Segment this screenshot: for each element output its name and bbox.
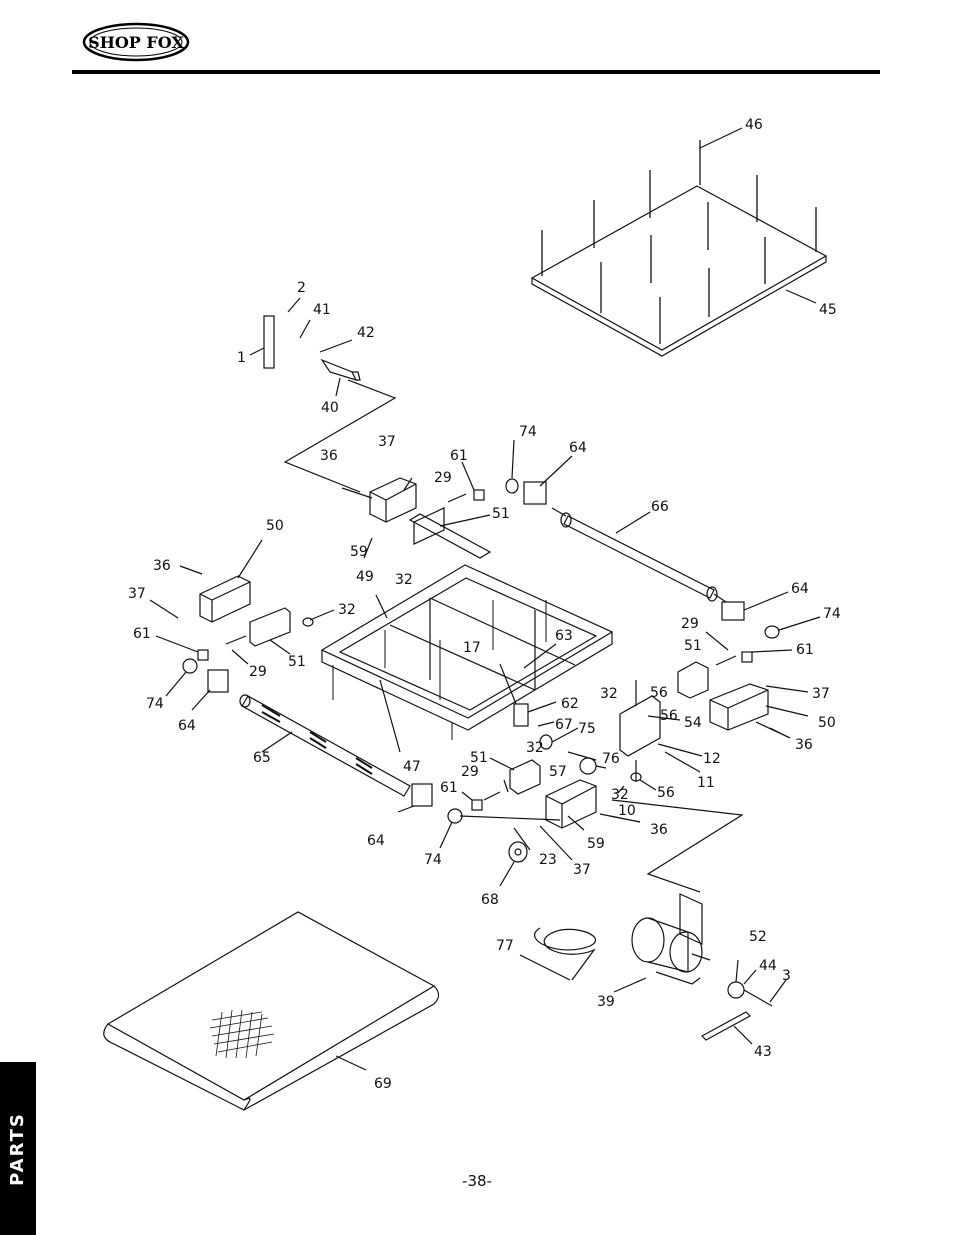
callout-32a: 32 bbox=[395, 572, 413, 588]
callout-37a: 37 bbox=[378, 434, 396, 450]
callout-61b: 61 bbox=[133, 626, 151, 642]
callout-29a: 29 bbox=[434, 470, 452, 486]
callout-64c: 64 bbox=[178, 718, 196, 734]
callout-68: 68 bbox=[481, 892, 499, 908]
callout-61c: 61 bbox=[796, 642, 814, 658]
callout-55: 56 bbox=[650, 685, 668, 701]
callout-39: 39 bbox=[597, 994, 615, 1010]
callout-37b: 37 bbox=[128, 586, 146, 602]
callout-76: 76 bbox=[602, 751, 620, 767]
callout-41: 41 bbox=[313, 302, 331, 318]
callout-64d: 64 bbox=[367, 833, 385, 849]
callout-50b: 50 bbox=[818, 715, 836, 731]
callout-62: 62 bbox=[561, 696, 579, 712]
callout-63: 63 bbox=[555, 628, 573, 644]
callout-57: 57 bbox=[549, 764, 567, 780]
callout-45: 45 bbox=[819, 302, 837, 318]
shop-fox-logo: SHOP FOX bbox=[82, 22, 190, 62]
callout-69: 69 bbox=[374, 1076, 392, 1092]
callout-54: 54 bbox=[684, 715, 702, 731]
callout-66: 66 bbox=[651, 499, 669, 515]
callout-29b: 29 bbox=[681, 616, 699, 632]
callout-37d: 37 bbox=[573, 862, 591, 878]
callout-67: 67 bbox=[555, 717, 573, 733]
callout-61a: 61 bbox=[450, 448, 468, 464]
callout-59b: 59 bbox=[587, 836, 605, 852]
section-tab: PARTS bbox=[0, 1062, 36, 1235]
callout-32e: 32 bbox=[611, 787, 629, 803]
callout-32c: 32 bbox=[600, 686, 618, 702]
callout-1: 1 bbox=[237, 350, 246, 366]
callout-51c: 51 bbox=[288, 654, 306, 670]
callout-50a: 50 bbox=[266, 518, 284, 534]
callout-64b: 64 bbox=[791, 581, 809, 597]
section-tab-label: PARTS bbox=[7, 1112, 28, 1186]
callout-42: 42 bbox=[357, 325, 375, 341]
callout-74a: 74 bbox=[519, 424, 537, 440]
callout-29d: 29 bbox=[461, 764, 479, 780]
callout-17: 17 bbox=[463, 640, 481, 656]
callout-74b: 74 bbox=[823, 606, 841, 622]
callout-32b: 32 bbox=[338, 602, 356, 618]
callout-77: 77 bbox=[496, 938, 514, 954]
callout-49: 49 bbox=[356, 569, 374, 585]
callout-36a: 36 bbox=[320, 448, 338, 464]
callout-74d: 74 bbox=[424, 852, 442, 868]
callout-37c: 37 bbox=[812, 686, 830, 702]
callout-61d: 61 bbox=[440, 780, 458, 796]
logo-text: SHOP FOX bbox=[88, 33, 184, 52]
callout-10: 10 bbox=[618, 803, 636, 819]
callout-36c: 36 bbox=[795, 737, 813, 753]
callout-12: 12 bbox=[703, 751, 721, 767]
callout-56b: 56 bbox=[657, 785, 675, 801]
callout-40: 40 bbox=[321, 400, 339, 416]
page-number: -38- bbox=[462, 1172, 492, 1190]
callout-23: 23 bbox=[539, 852, 557, 868]
callout-65: 65 bbox=[253, 750, 271, 766]
callout-64a: 64 bbox=[569, 440, 587, 456]
callout-44: 44 bbox=[759, 958, 777, 974]
callout-51b: 51 bbox=[684, 638, 702, 654]
callout-46: 46 bbox=[745, 117, 763, 133]
callout-3: 3 bbox=[782, 968, 791, 984]
callout-75: 75 bbox=[578, 721, 596, 737]
callout-56a: 56 bbox=[660, 708, 678, 724]
callout-51d: 51 bbox=[470, 750, 488, 766]
callout-29c: 29 bbox=[249, 664, 267, 680]
callout-2: 2 bbox=[297, 280, 306, 296]
callout-32d: 32 bbox=[526, 740, 544, 756]
callout-36d: 36 bbox=[650, 822, 668, 838]
callout-47: 47 bbox=[403, 759, 421, 775]
callout-43: 43 bbox=[754, 1044, 772, 1060]
callout-74c: 74 bbox=[146, 696, 164, 712]
callout-11: 11 bbox=[697, 775, 715, 791]
callout-36b: 36 bbox=[153, 558, 171, 574]
header-rule bbox=[72, 70, 880, 74]
callout-59a: 59 bbox=[350, 544, 368, 560]
callout-51a: 51 bbox=[492, 506, 510, 522]
callout-52: 52 bbox=[749, 929, 767, 945]
